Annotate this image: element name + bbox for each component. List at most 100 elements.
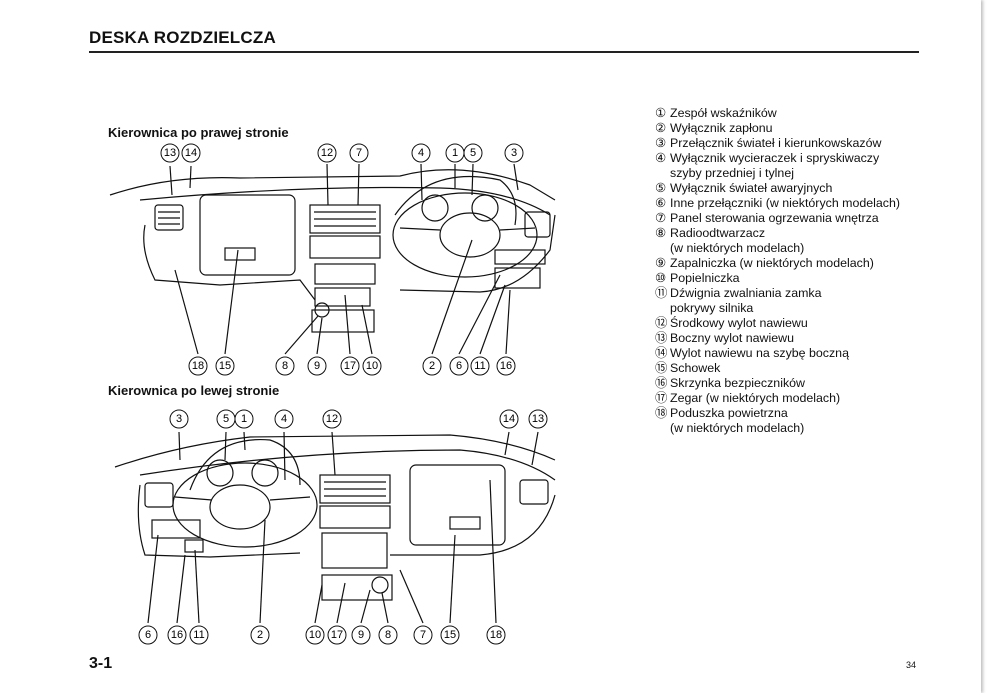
legend-number: ⑭ [655, 346, 668, 360]
legend-number: ② [655, 121, 667, 135]
callout-label: 3 [176, 413, 182, 425]
callout-label: 14 [503, 413, 515, 425]
legend-number: ⑫ [655, 316, 668, 330]
legend-text: Wylot nawiewu na szybę boczną [670, 346, 849, 360]
legend-text: Radioodtwarzacz (w niektórych modelach) [670, 226, 805, 255]
section-code: 3-1 [89, 655, 113, 672]
callout-label: 7 [356, 147, 362, 159]
callout-label: 10 [309, 629, 321, 641]
callout-label: 6 [145, 629, 151, 641]
callout-label: 16 [171, 629, 183, 641]
callout-label: 16 [500, 360, 512, 372]
callout-label: 1 [452, 147, 458, 159]
diagram-label-right-hand: Kierownica po prawej stronie [108, 125, 289, 140]
legend-text: Schowek [670, 361, 721, 375]
legend-text: Inne przełączniki (w niektórych modelach… [670, 196, 901, 210]
legend-text: Wyłącznik świateł awaryjnych [670, 181, 833, 195]
legend-number: ⑦ [655, 211, 667, 225]
dashboard-diagram-left-hand: 3 5 1 4 12 14 13 6 16 11 2 10 17 9 8 7 1… [114, 409, 556, 645]
legend-text: Zegar (w niektórych modelach) [670, 391, 841, 405]
legend-text: Zespół wskaźników [670, 106, 777, 120]
legend-number: ⑱ [655, 406, 668, 420]
legend-text: Popielniczka [670, 271, 740, 285]
callout-label: 4 [418, 147, 424, 159]
callout-label: 13 [532, 413, 544, 425]
legend-number: ⑥ [655, 196, 667, 210]
page-number: 34 [906, 660, 917, 670]
callout-label: 5 [470, 147, 476, 159]
callout-label: 2 [257, 629, 263, 641]
legend-number: ⑮ [655, 361, 668, 375]
legend-number: ⑩ [655, 271, 667, 285]
callout-label: 14 [185, 147, 197, 159]
legend-text: Skrzynka bezpieczników [670, 376, 805, 390]
callout-label: 7 [420, 629, 426, 641]
callout-label: 11 [474, 360, 485, 372]
dashboard-diagram-right-hand: 13 14 12 7 4 1 5 3 18 15 8 9 17 10 2 6 1… [109, 143, 556, 376]
legend-number: ⑬ [655, 331, 668, 345]
legend-number: ⑯ [655, 376, 668, 390]
callout-label: 1 [241, 413, 247, 425]
callout-label: 11 [193, 629, 204, 641]
legend-number: ⑰ [655, 391, 668, 405]
legend-text: Przełącznik świateł i kierunkowskazów [670, 136, 882, 150]
title-rule [89, 51, 919, 53]
legend-text: Boczny wylot nawiewu [670, 331, 794, 345]
legend-number: ⑨ [655, 256, 667, 270]
callout-label: 15 [444, 629, 456, 641]
legend-number: ④ [655, 151, 667, 165]
diagram-label-left-hand: Kierownica po lewej stronie [108, 383, 280, 398]
legend-text: Wyłącznik zapłonu [670, 121, 773, 135]
legend-text: Wyłącznik wycieraczek i spryskiwaczy szy… [670, 151, 880, 180]
legend-text: Zapalniczka (w niektórych modelach) [670, 256, 874, 270]
callout-label: 4 [281, 413, 287, 425]
callout-label: 2 [429, 360, 435, 372]
callout-label: 6 [456, 360, 462, 372]
legend-number: ⑧ [655, 226, 667, 240]
callout-label: 18 [192, 360, 204, 372]
callout-label: 9 [358, 629, 364, 641]
callout-label: 8 [385, 629, 391, 641]
legend-number: ③ [655, 136, 667, 150]
callout-label: 3 [511, 147, 517, 159]
legend-text: Poduszka powietrzna (w niektórych modela… [670, 406, 805, 435]
legend-number: ⑪ [655, 286, 668, 300]
callout-label: 13 [164, 147, 176, 159]
legend-number: ⑤ [655, 181, 667, 195]
callout-label: 12 [321, 147, 333, 159]
callout-label: 17 [331, 629, 343, 641]
legend-text: Panel sterowania ogrzewania wnętrza [670, 211, 879, 225]
callout-label: 9 [314, 360, 320, 372]
callout-label: 17 [344, 360, 356, 372]
legend-text: Dźwignia zwalniania zamka pokrywy silnik… [670, 286, 822, 315]
callout-label: 10 [366, 360, 378, 372]
page-title: DESKA ROZDZIELCZA [89, 28, 276, 47]
callout-label: 18 [490, 629, 502, 641]
legend-text: Środkowy wylot nawiewu [670, 316, 808, 330]
callout-label: 12 [326, 413, 338, 425]
callout-label: 8 [282, 360, 288, 372]
callout-label: 15 [219, 360, 231, 372]
callout-label: 5 [223, 413, 229, 425]
legend-number: ① [655, 106, 667, 120]
